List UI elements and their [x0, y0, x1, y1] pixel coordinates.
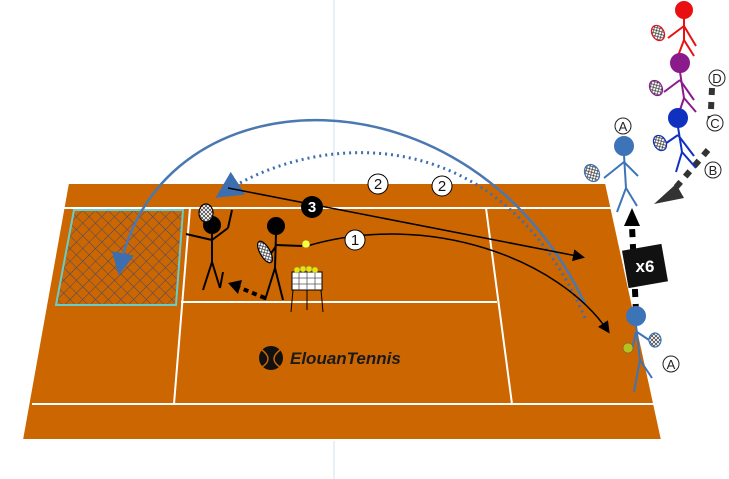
- player-c-tag: C: [706, 114, 724, 132]
- coach-figure: [257, 217, 303, 301]
- shot-badge-3: 3: [301, 196, 323, 218]
- tennis-ball-icon: [259, 346, 283, 370]
- coach-ball: [301, 239, 311, 249]
- shot-badge-1: 1: [344, 229, 366, 251]
- player-a-back-figure: [583, 136, 639, 213]
- player-d-figure: [650, 1, 697, 57]
- brand-logo: ElouanTennis: [259, 346, 401, 370]
- player-a-back-tag: A: [614, 117, 632, 135]
- shot-badge-2-right-label: 2: [438, 178, 446, 195]
- shot-badge-2-left-label: 2: [374, 176, 382, 193]
- brand-name: ElouanTennis: [290, 349, 401, 368]
- target-net-zone: [54, 209, 185, 306]
- queue-arrow: [654, 87, 715, 204]
- player-d-tag-label: D: [712, 71, 721, 86]
- player-d-tag: D: [708, 69, 726, 87]
- player-c-figure: [648, 53, 697, 117]
- player-a-baseline-tag: A: [662, 355, 680, 373]
- rotation-arrow-vertical: [624, 208, 640, 313]
- court-surface: [22, 183, 662, 440]
- player-b-tag-label: B: [709, 163, 718, 178]
- player-c-tag-label: C: [710, 116, 719, 131]
- player-a-baseline-tag-label: A: [667, 357, 676, 372]
- player-b-figure: [652, 108, 697, 173]
- player-a-ball: [622, 342, 634, 354]
- shot-path-3: [227, 187, 585, 262]
- shot-badge-2-left: 2: [367, 173, 389, 195]
- shot-badge-1-label: 1: [351, 232, 359, 249]
- player-a-back-tag-label: A: [619, 119, 628, 134]
- shot-badge-2-right: 2: [431, 175, 453, 197]
- lob-arc-dotted: [215, 151, 587, 319]
- lob-arc-solid: [111, 119, 587, 305]
- repeat-count-label: x6: [636, 257, 655, 276]
- repeat-count-badge: x6: [622, 243, 668, 289]
- player-b-tag: B: [704, 161, 722, 179]
- movement-arrow-coach: [228, 280, 266, 300]
- shot-badge-3-label: 3: [308, 199, 316, 216]
- net-player-figure: [185, 203, 233, 291]
- ball-basket: [290, 265, 324, 313]
